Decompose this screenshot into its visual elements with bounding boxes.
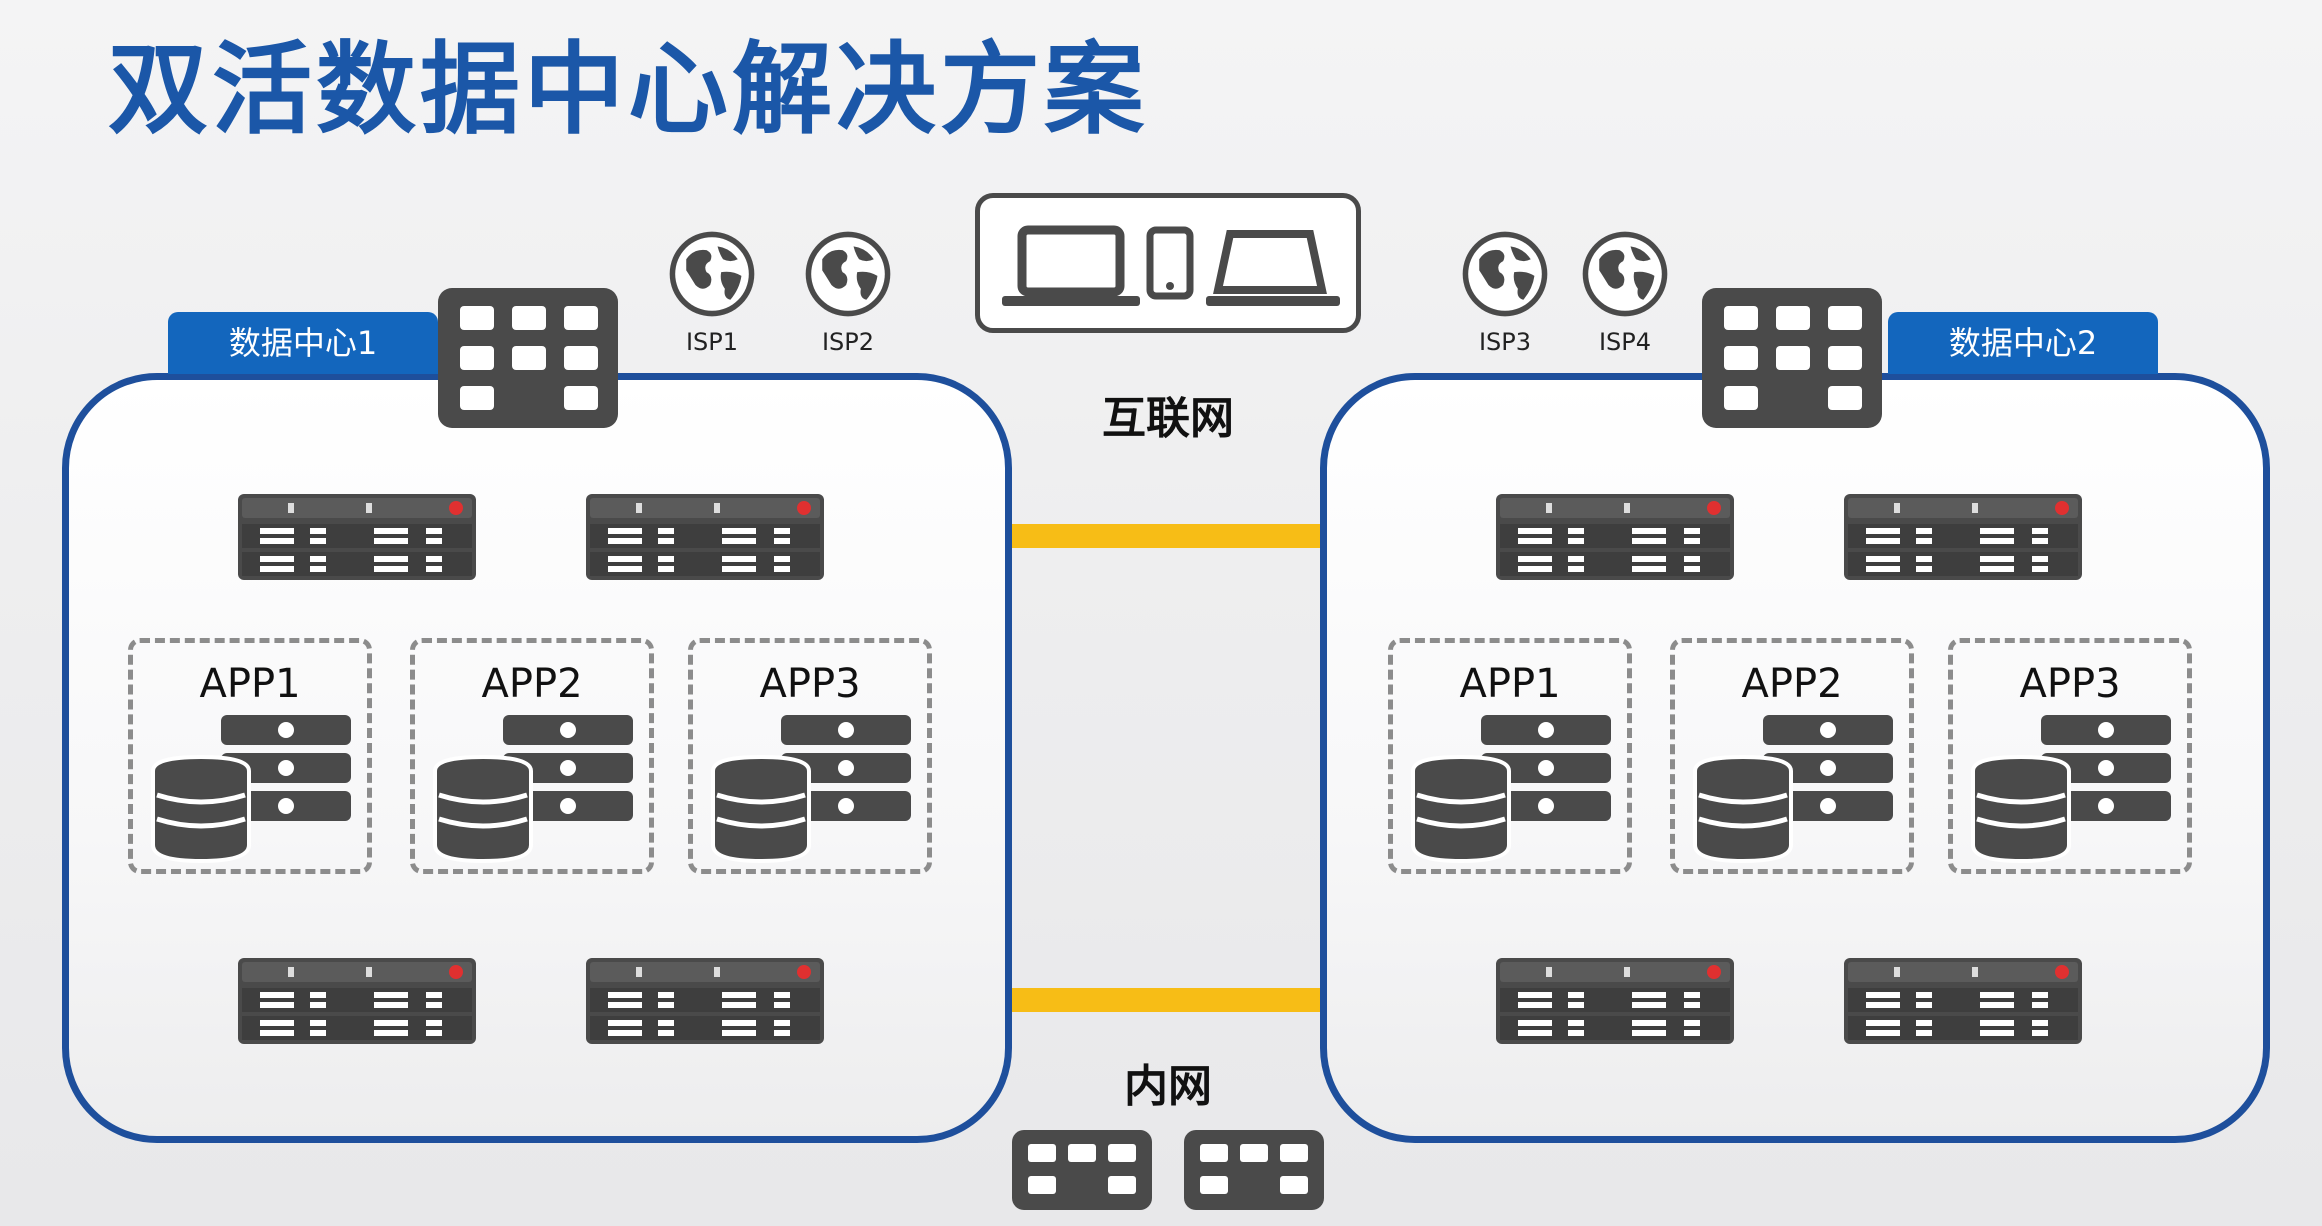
server-rack-icon [238, 958, 476, 1044]
isp-3: ISP3 [1455, 228, 1555, 356]
phone-icon [1146, 226, 1194, 300]
app-label: APP2 [481, 661, 583, 707]
isp-1: ISP1 [662, 228, 762, 356]
isp-label: ISP2 [821, 328, 875, 356]
globe-icon [666, 228, 758, 320]
isp-2: ISP2 [798, 228, 898, 356]
app-label: APP3 [759, 661, 861, 707]
datacenter-1-label: 数据中心1 [168, 312, 438, 374]
server-rack-icon [1844, 958, 2082, 1044]
database-server-icon [433, 715, 643, 865]
laptop-icon [1206, 230, 1340, 306]
database-server-icon [1411, 715, 1621, 865]
datacenter-2-label: 数据中心2 [1888, 312, 2158, 374]
laptop-icon [1002, 225, 1140, 306]
app-box: APP1 [128, 638, 372, 874]
app-label: APP1 [199, 661, 301, 707]
app-label: APP2 [1741, 661, 1843, 707]
database-server-icon [1971, 715, 2181, 865]
app-box: APP3 [1948, 638, 2192, 874]
server-rack-icon [1496, 494, 1734, 580]
globe-icon [802, 228, 894, 320]
app-label: APP1 [1459, 661, 1561, 707]
globe-icon [1459, 228, 1551, 320]
database-server-icon [711, 715, 921, 865]
isp-label: ISP3 [1478, 328, 1532, 356]
building-icon [1184, 1130, 1324, 1210]
internet-link [1012, 524, 1320, 548]
isp-4: ISP4 [1575, 228, 1675, 356]
app-box: APP1 [1388, 638, 1632, 874]
app-label: APP3 [2019, 661, 2121, 707]
server-rack-icon [586, 494, 824, 580]
client-devices-icons [1002, 225, 1340, 306]
internet-label: 互联网 [1102, 393, 1234, 444]
intranet-label: 内网 [1124, 1061, 1212, 1112]
intranet-link [1012, 988, 1320, 1012]
server-rack-icon [238, 494, 476, 580]
building-icon [1702, 288, 1882, 428]
server-rack-icon [586, 958, 824, 1044]
isp-label: ISP1 [685, 328, 739, 356]
isp-label: ISP4 [1598, 328, 1652, 356]
building-icon [438, 288, 618, 428]
building-icon [1012, 1130, 1152, 1210]
globe-icon [1579, 228, 1671, 320]
app-box: APP3 [688, 638, 932, 874]
server-rack-icon [1496, 958, 1734, 1044]
server-rack-icon [1844, 494, 2082, 580]
app-box: APP2 [410, 638, 654, 874]
database-server-icon [151, 715, 361, 865]
page-title: 双活数据中心解决方案 [108, 31, 1148, 148]
client-devices-frame [975, 193, 1361, 333]
database-server-icon [1693, 715, 1903, 865]
app-box: APP2 [1670, 638, 1914, 874]
